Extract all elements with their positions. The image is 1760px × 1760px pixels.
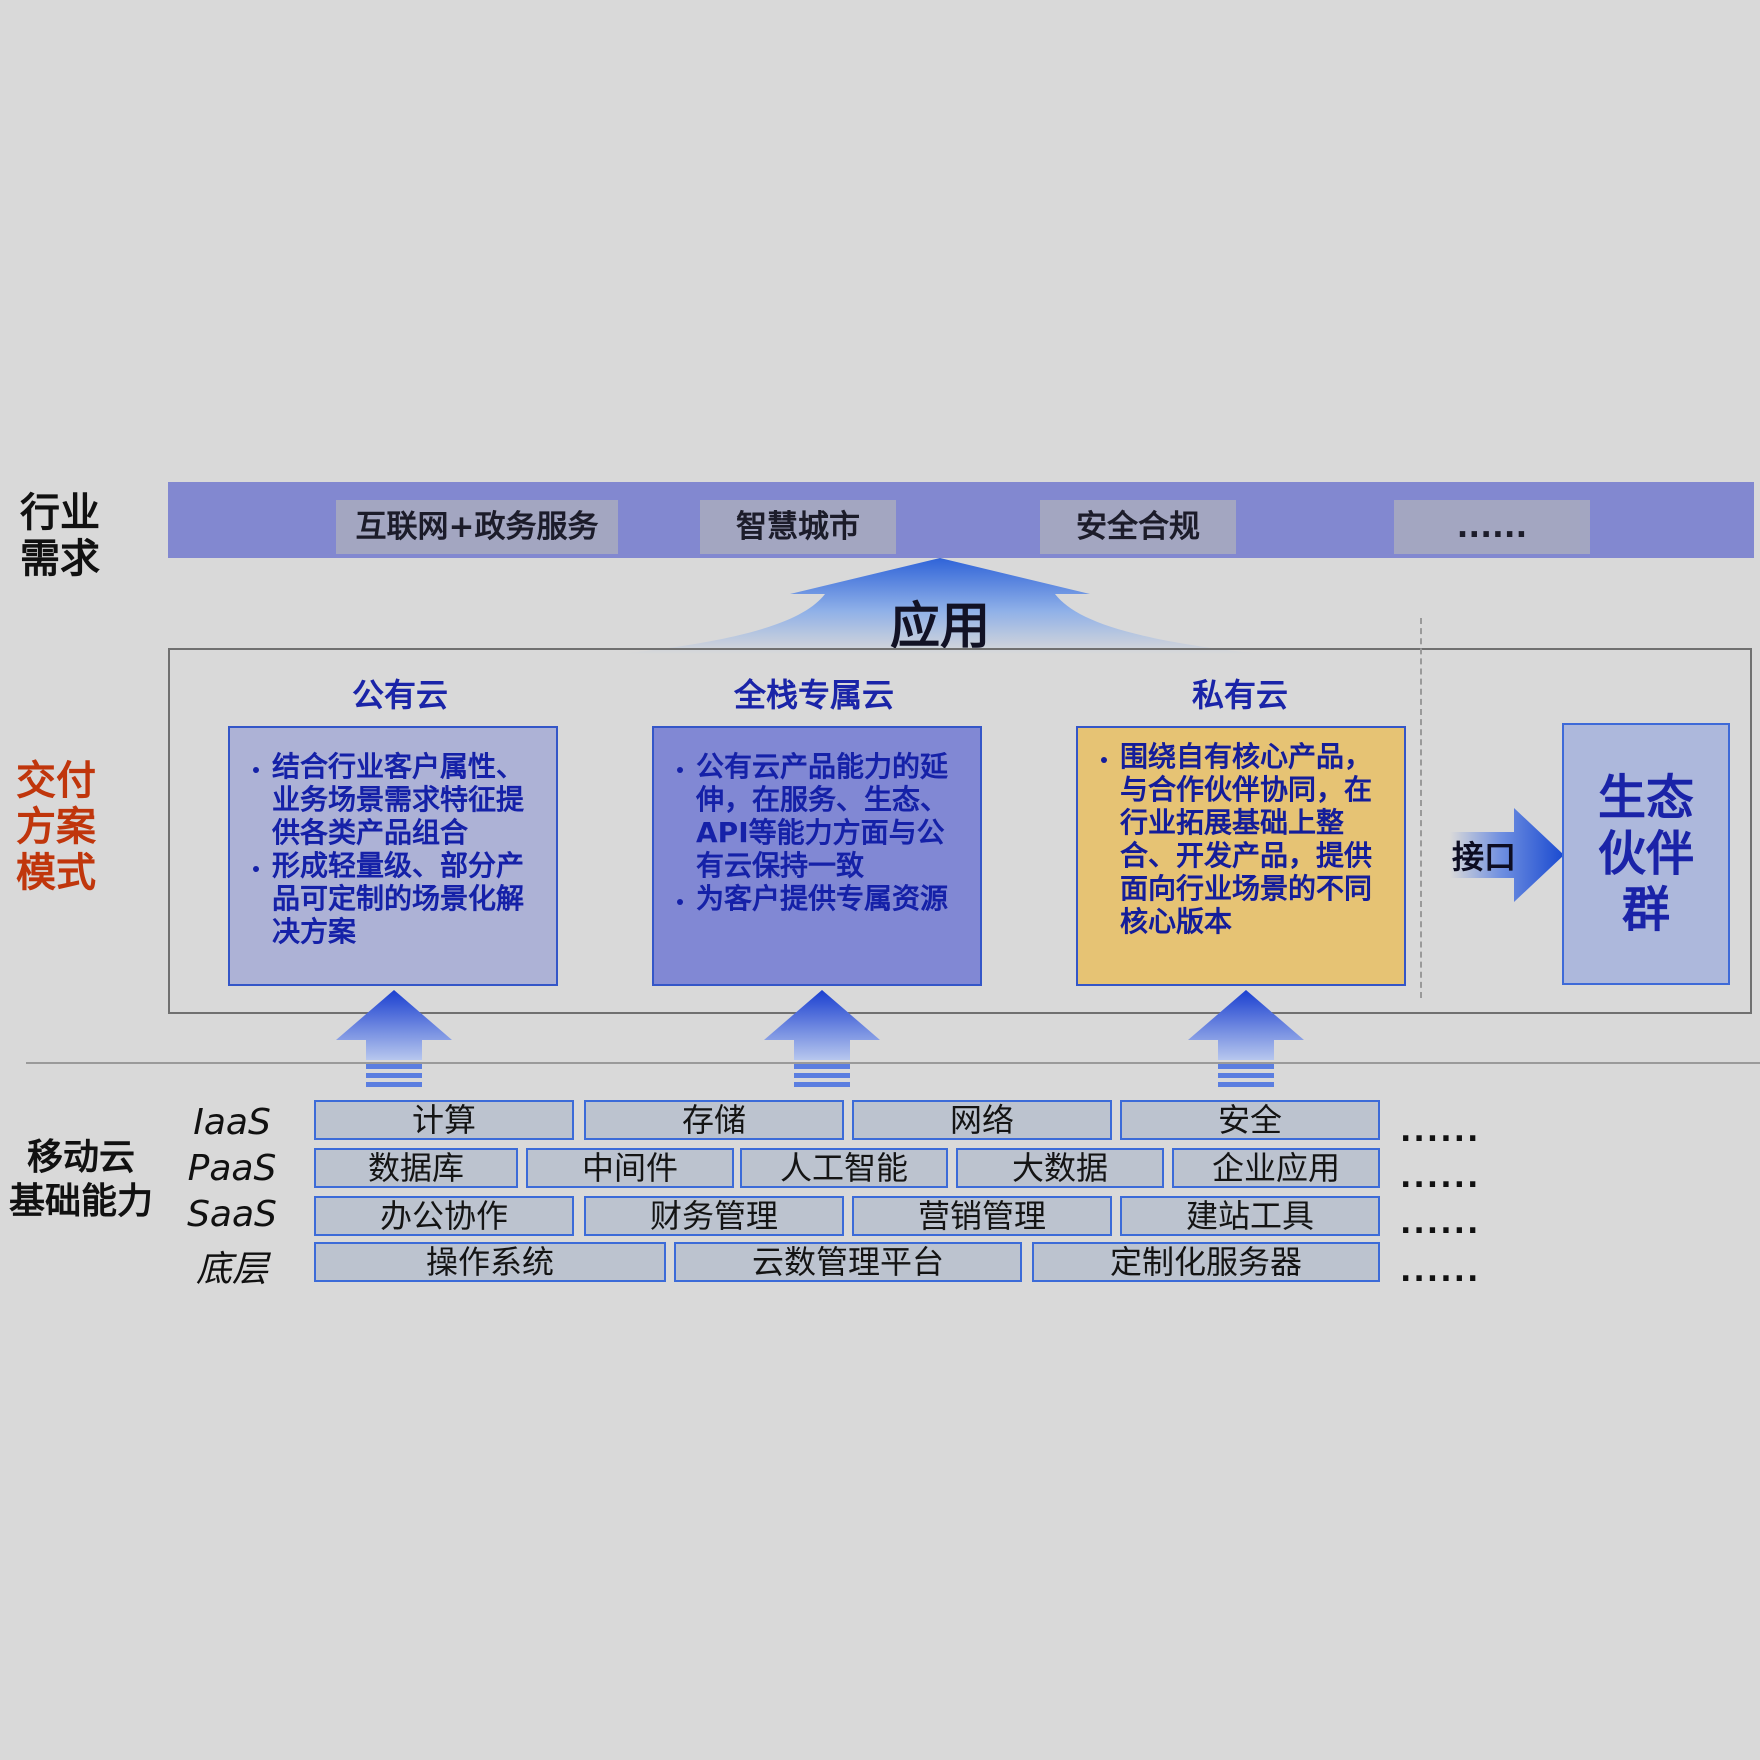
public-cloud-bullet: 结合行业客户属性、业务场景需求特征提供各类产品组合 [272,750,546,849]
bottom-cell: 定制化服务器 [1032,1242,1380,1282]
dedicated-cloud-card: 公有云产品能力的延伸，在服务、生态、API等能力方面与公有云保持一致 为客户提供… [652,726,982,986]
interface-label: 接口 [1452,838,1517,876]
industry-item-security-compliance: 安全合规 [1040,500,1236,554]
bottom-cell: 云数管理平台 [674,1242,1022,1282]
saas-cell: 办公协作 [314,1196,574,1236]
paas-cell: 人工智能 [740,1148,948,1188]
saas-more: ...... [1400,1206,1481,1241]
up-arrow-icon [336,990,452,1087]
iaas-cell: 网络 [852,1100,1112,1140]
iaas-cell: 安全 [1120,1100,1380,1140]
up-arrow-icon [1188,990,1304,1087]
dedicated-cloud-bullet: 公有云产品能力的延伸，在服务、生态、API等能力方面与公有云保持一致 [696,750,970,882]
up-arrow-icon [764,990,880,1087]
ecosystem-box: 生态 伙伴 群 [1562,723,1730,985]
interface-arrow-icon [1450,808,1564,902]
application-arrow-icon [620,558,1260,654]
iaas-more: ...... [1400,1114,1481,1149]
layer-label-paas: PaaS [187,1148,277,1189]
dedicated-cloud-title: 全栈专属云 [733,676,894,714]
iaas-cell: 存储 [584,1100,844,1140]
application-label: 应用 [890,597,990,655]
separator-line [26,1062,1760,1064]
paas-more: ...... [1400,1160,1481,1195]
saas-cell: 营销管理 [852,1196,1112,1236]
industry-item-more: ...... [1394,500,1590,554]
industry-item-internet-gov: 互联网+政务服务 [336,500,618,554]
industry-item-smart-city: 智慧城市 [700,500,896,554]
iaas-cell: 计算 [314,1100,574,1140]
private-cloud-bullet: 围绕自有核心产品，与合作伙伴协同，在行业拓展基础上整合、开发产品，提供面向行业场… [1120,740,1394,938]
public-cloud-bullet: 形成轻量级、部分产品可定制的场景化解决方案 [272,849,546,948]
bottom-cell: 操作系统 [314,1242,666,1282]
dedicated-cloud-bullet: 为客户提供专属资源 [696,882,970,915]
layer-label-bottom: 底层 [195,1249,268,1290]
private-cloud-title: 私有云 [1191,676,1288,714]
paas-cell: 企业应用 [1172,1148,1380,1188]
saas-cell: 财务管理 [584,1196,844,1236]
saas-cell: 建站工具 [1120,1196,1380,1236]
delivery-frame [168,648,1752,1014]
base-capability-label: 移动云 基础能力 [8,1137,153,1222]
ecosystem-label: 生态 伙伴 群 [1597,770,1694,938]
delivery-mode-label: 交付 方案 模式 [16,758,96,896]
paas-cell: 数据库 [314,1148,518,1188]
layer-label-iaas: IaaS [193,1102,271,1143]
paas-cell: 大数据 [956,1148,1164,1188]
public-cloud-title: 公有云 [351,676,448,714]
public-cloud-card: 结合行业客户属性、业务场景需求特征提供各类产品组合 形成轻量级、部分产品可定制的… [228,726,558,986]
private-cloud-card: 围绕自有核心产品，与合作伙伴协同，在行业拓展基础上整合、开发产品，提供面向行业场… [1076,726,1406,986]
layer-label-saas: SaaS [187,1194,277,1235]
divider-dashed [1420,618,1422,998]
industry-demand-label: 行业 需求 [20,490,100,582]
bottom-more: ...... [1400,1254,1481,1289]
paas-cell: 中间件 [526,1148,734,1188]
